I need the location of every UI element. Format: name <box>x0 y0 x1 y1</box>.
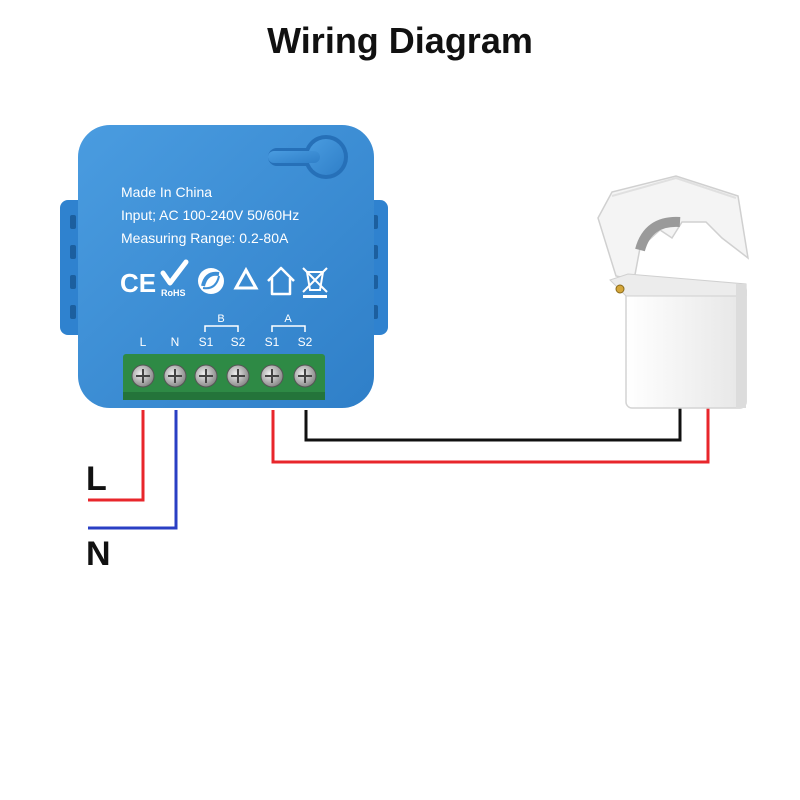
house-icon <box>267 266 295 296</box>
live-line-label: L <box>86 460 107 498</box>
terminal-label-n: N <box>171 335 180 349</box>
terminal-label-l: L <box>140 335 147 349</box>
group-bracket-a <box>271 325 306 332</box>
ce-mark-icon: CE <box>120 268 156 298</box>
smart-meter-module: Made In China Input; AC 100-240V 50/60Hz… <box>60 125 388 408</box>
crossed-bin-weee-icon <box>302 267 328 298</box>
screw-a-s2 <box>293 364 317 388</box>
svg-text:RoHS: RoHS <box>161 288 186 298</box>
group-label-a: A <box>284 313 292 325</box>
neutral-line-label: N <box>86 535 111 573</box>
terminal-label-b-s2: S2 <box>231 335 246 349</box>
live-wire <box>88 410 145 502</box>
module-text-origin: Made In China <box>121 184 212 200</box>
green-dot-recycle-icon <box>198 268 224 294</box>
screw-l <box>131 364 155 388</box>
ct-signal-wire-s1 <box>304 405 682 442</box>
recycle-arrows-icon <box>233 266 259 290</box>
terminal-label-b-s1: S1 <box>199 335 214 349</box>
rohs-check-icon: RoHS <box>160 259 189 298</box>
terminal-label-a-s2: S2 <box>298 335 313 349</box>
screw-b-s2 <box>226 364 250 388</box>
ct-clamp-icon <box>597 175 750 409</box>
ct-signal-wire-s2 <box>271 405 710 464</box>
screw-b-s1 <box>194 364 218 388</box>
module-text-range: Measuring Range: 0.2-80A <box>121 230 289 246</box>
group-bracket-b <box>204 325 239 332</box>
group-label-b: B <box>217 313 224 325</box>
ct-clamp-jaw <box>597 175 750 281</box>
ct-clamp-body <box>625 283 747 409</box>
ct-clamp-hinge-screw <box>615 284 625 294</box>
diagram-title: Wiring Diagram <box>267 20 533 61</box>
module-body <box>78 125 374 408</box>
module-text-input: Input; AC 100-240V 50/60Hz <box>121 207 299 223</box>
screw-n <box>163 364 187 388</box>
terminal-label-a-s1: S1 <box>265 335 280 349</box>
screw-a-s1 <box>260 364 284 388</box>
keyhole-slot-icon <box>268 135 348 179</box>
terminal-screws <box>131 364 317 388</box>
neutral-wire <box>88 410 178 530</box>
wires <box>88 405 710 530</box>
svg-text:CE: CE <box>120 268 156 298</box>
